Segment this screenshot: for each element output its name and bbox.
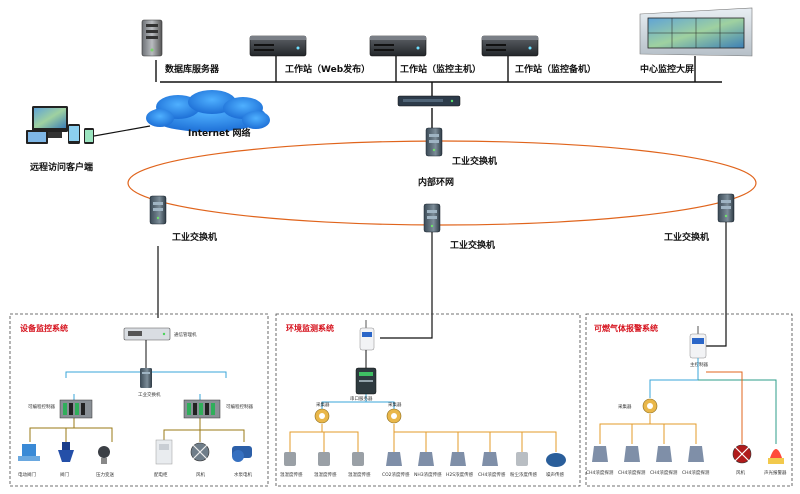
detector-label: CH4浓度探测	[586, 469, 614, 476]
video-wall-label: 中心监控大屏	[640, 63, 694, 75]
sensor-label: 粉尘浓度传感	[510, 471, 537, 478]
sensor-temp-icon	[352, 452, 364, 466]
switch-left-label: 工业交换机	[172, 231, 217, 243]
equipment-title: 设备监控系统	[20, 323, 68, 333]
gateway-icon	[123, 327, 171, 341]
gas-detector-icon	[624, 446, 640, 462]
plc-right-icon	[183, 399, 221, 419]
gas-detector-icon	[592, 446, 608, 462]
switch-right-label: 工业交换机	[664, 231, 709, 243]
sensor-label: 温湿度传感	[280, 471, 303, 478]
alarm-light-icon	[768, 449, 784, 464]
workstation-backup-icon	[481, 35, 539, 57]
environment-title: 环境监测系统	[286, 323, 334, 333]
top-bus	[155, 56, 722, 128]
client-link	[93, 125, 151, 137]
gateway-label: 通信管理机	[174, 331, 197, 338]
ring-label: 内部环网	[418, 176, 454, 188]
detector-label: 声光报警器	[764, 469, 787, 476]
internet-label: Internet 网络	[188, 127, 251, 139]
env-node-left-label: 采集器	[316, 401, 330, 408]
device-pressure-icon	[98, 446, 110, 464]
converter-label: 串口服务器	[350, 395, 373, 402]
core-switch-icon	[397, 95, 461, 107]
gas-controller-label: 主控制器	[690, 361, 708, 368]
device-fan-icon	[190, 442, 210, 462]
detector-label: CH4浓度探测	[650, 469, 678, 476]
device-valve-icon	[58, 442, 74, 462]
device-cabinet-icon	[155, 439, 173, 465]
equip-lines	[29, 340, 245, 442]
gas-lines	[599, 358, 777, 444]
sensor-temp-icon	[284, 452, 296, 466]
remote-client-icon	[26, 106, 94, 144]
sensor-label: NH3浓度传感	[414, 471, 442, 478]
device-label: 风机	[196, 471, 205, 478]
switch-top-label: 工业交换机	[452, 155, 497, 167]
env-node-right-label: 采集器	[388, 401, 402, 408]
gas-controller-icon	[689, 326, 707, 359]
gas-detector-icon	[656, 446, 672, 462]
device-label: 压力变送	[96, 471, 114, 478]
sensor-h2s-icon	[450, 452, 466, 466]
device-pump-icon	[232, 446, 252, 462]
internet-cloud-icon	[146, 90, 270, 132]
device-label: 配电柜	[154, 471, 168, 478]
sensor-label: 温湿度传感	[314, 471, 337, 478]
converter-icon	[355, 367, 377, 395]
switch-mid-label: 工业交换机	[450, 239, 495, 251]
db-server-icon	[141, 19, 163, 57]
section-boxes	[9, 313, 793, 487]
drop-lines	[157, 222, 727, 347]
sensor-label: CH4浓度传感	[478, 471, 506, 478]
sensor-label: 噪声传感	[546, 471, 564, 478]
plc-left-icon	[59, 399, 93, 419]
device-label: 电动阀门	[18, 471, 36, 478]
workstation-master-icon	[369, 35, 427, 57]
device-label: 水泵电机	[234, 471, 252, 478]
equip-switch-icon	[140, 368, 152, 388]
sensor-dust-icon	[516, 452, 528, 466]
sensor-label: H2S浓度传感	[446, 471, 474, 478]
db-server-label: 数据库服务器	[165, 63, 220, 75]
detector-label: CH4浓度探测	[618, 469, 646, 476]
switch-left-icon	[149, 195, 167, 225]
sensor-nh3-icon	[418, 452, 434, 466]
env-node-left-icon	[314, 408, 330, 424]
equip-switch-label: 工业交换机	[138, 391, 161, 398]
gas-node-icon	[642, 398, 658, 414]
device-label: 阀门	[60, 471, 69, 478]
gas-node-label: 采集器	[618, 403, 632, 410]
plc-right-label: 可编程控制器	[226, 403, 253, 410]
switch-mid-icon	[423, 203, 441, 233]
switch-top-icon	[425, 127, 443, 157]
env-controller-icon	[359, 320, 375, 351]
sensor-label: 温湿度传感	[348, 471, 371, 478]
env-lines	[289, 350, 557, 452]
gas-fan-icon	[732, 444, 752, 464]
workstation-master-label: 工作站（监控主机）	[400, 63, 481, 75]
detector-label: CH4浓度探测	[682, 469, 710, 476]
sensor-label: CO2浓度传感	[382, 471, 410, 478]
plc-left-label: 可编程控制器	[28, 403, 55, 410]
detector-label: 风机	[736, 469, 745, 476]
device-valve-electric-icon	[18, 444, 40, 461]
sensor-co2-icon	[386, 452, 402, 466]
sensor-ch4-icon	[482, 452, 498, 466]
sensor-temp-icon	[318, 452, 330, 466]
gas-detector-icon	[688, 446, 704, 462]
video-wall-icon	[639, 7, 753, 57]
remote-client-label: 远程访问客户端	[30, 161, 93, 173]
switch-right-icon	[717, 193, 735, 223]
workstation-backup-label: 工作站（监控备机）	[515, 63, 596, 75]
workstation-web-icon	[249, 35, 307, 57]
sensor-noise-icon	[546, 453, 566, 467]
workstation-web-label: 工作站（Web发布）	[285, 63, 370, 75]
env-node-right-icon	[386, 408, 402, 424]
gas-title: 可燃气体报警系统	[594, 323, 658, 333]
